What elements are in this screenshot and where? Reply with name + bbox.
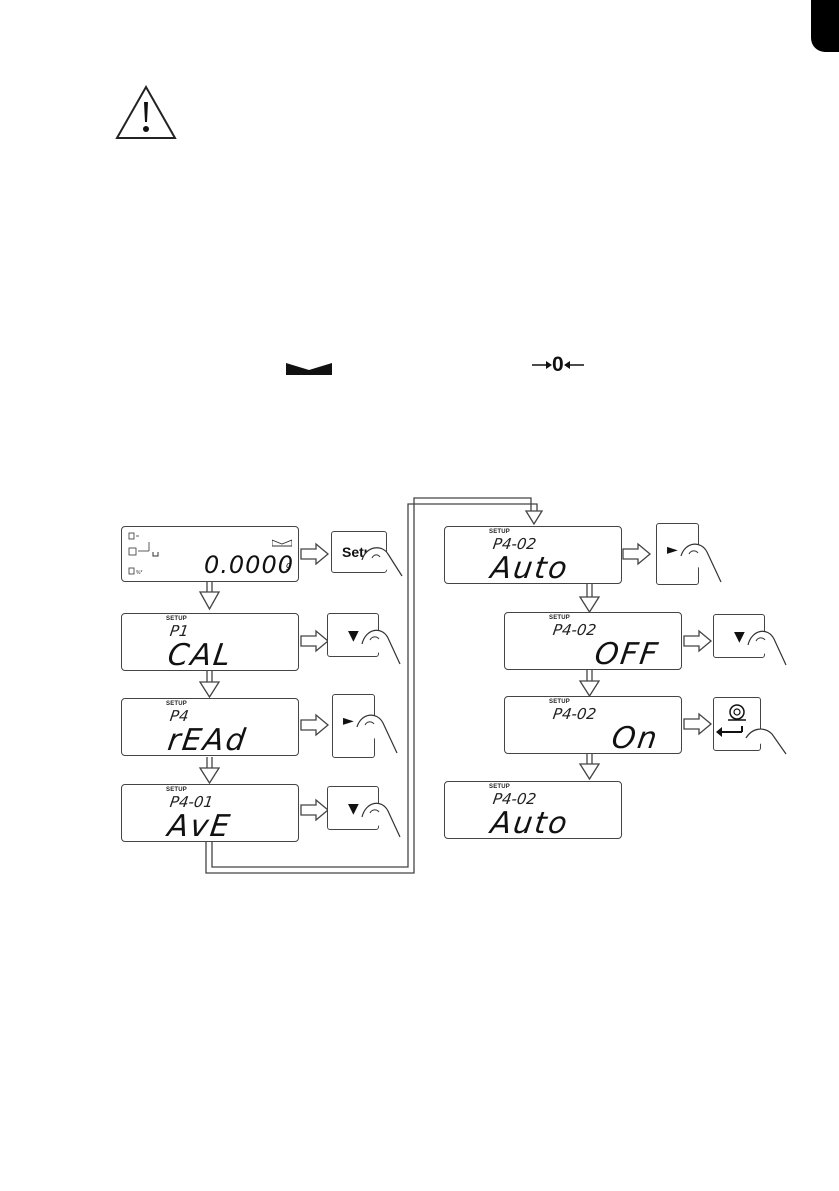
down-arrow-4 — [580, 583, 599, 612]
zero-label: 0 — [552, 353, 564, 377]
menu-display-p4-02-on: SETUP P4-02 On — [504, 696, 682, 754]
down-arrow-2 — [200, 671, 219, 697]
right-arrow-2 — [301, 631, 328, 651]
parameter-code: P4-02 — [552, 621, 598, 639]
menu-display-p4-02-auto: SETUP P4-02 Auto — [444, 526, 622, 584]
down-key[interactable]: ▼ — [327, 786, 379, 830]
menu-display-p4-01: SETUP P4-01 AvE — [121, 784, 299, 842]
stability-marker-icon — [272, 539, 292, 547]
right-key[interactable]: ► — [656, 523, 699, 585]
down-arrow-1 — [200, 579, 219, 609]
finger-icon — [328, 614, 408, 684]
parameter-value: OFF — [592, 637, 661, 672]
finger-icon — [714, 615, 794, 685]
warning-triangle-icon — [114, 84, 178, 142]
weight-unit: g — [286, 561, 292, 571]
page-tab-marker — [811, 0, 839, 52]
right-arrow-3 — [301, 715, 328, 735]
finger-icon — [720, 704, 800, 764]
finger-icon — [657, 524, 737, 604]
right-arrow-7 — [684, 714, 711, 734]
svg-text:%*: %* — [136, 570, 142, 576]
right-arrow-5 — [623, 544, 650, 564]
parameter-code: P4-02 — [552, 705, 598, 723]
right-key[interactable]: ► — [332, 694, 375, 758]
setup-key[interactable]: Setu — [331, 531, 387, 573]
parameter-value: Auto — [489, 551, 572, 586]
parameter-value: rEAd — [166, 723, 250, 758]
status-icons: %* — [127, 530, 167, 580]
parameter-value: On — [610, 721, 662, 756]
menu-display-p4-02-auto-final: SETUP P4-02 Auto — [444, 781, 622, 839]
down-arrow-5 — [580, 669, 599, 696]
menu-display-p4-02-off: SETUP P4-02 OFF — [504, 612, 682, 670]
down-key[interactable]: ▼ — [713, 614, 765, 658]
finger-icon — [328, 787, 408, 857]
right-arrow-6 — [684, 631, 711, 651]
zero-indicator-icon: 0 — [530, 353, 586, 377]
weight-value: 0.0000 — [204, 551, 294, 579]
right-arrow-1 — [301, 544, 328, 564]
start-weight-display: %* 0.0000 g — [121, 526, 299, 582]
stability-marker-icon — [286, 361, 332, 375]
finger-icon — [332, 532, 412, 592]
enter-key[interactable] — [713, 697, 761, 751]
down-arrow-3 — [200, 757, 219, 783]
right-arrow-4 — [301, 800, 328, 820]
down-arrow-6 — [580, 753, 599, 779]
finger-icon — [333, 695, 413, 775]
parameter-value: AvE — [166, 809, 234, 844]
down-key[interactable]: ▼ — [327, 613, 379, 657]
menu-display-p4: SETUP P4 rEAd — [121, 698, 299, 756]
parameter-value: CAL — [166, 638, 235, 673]
parameter-value: Auto — [489, 806, 572, 841]
menu-display-p1: SETUP P1 CAL — [121, 613, 299, 671]
